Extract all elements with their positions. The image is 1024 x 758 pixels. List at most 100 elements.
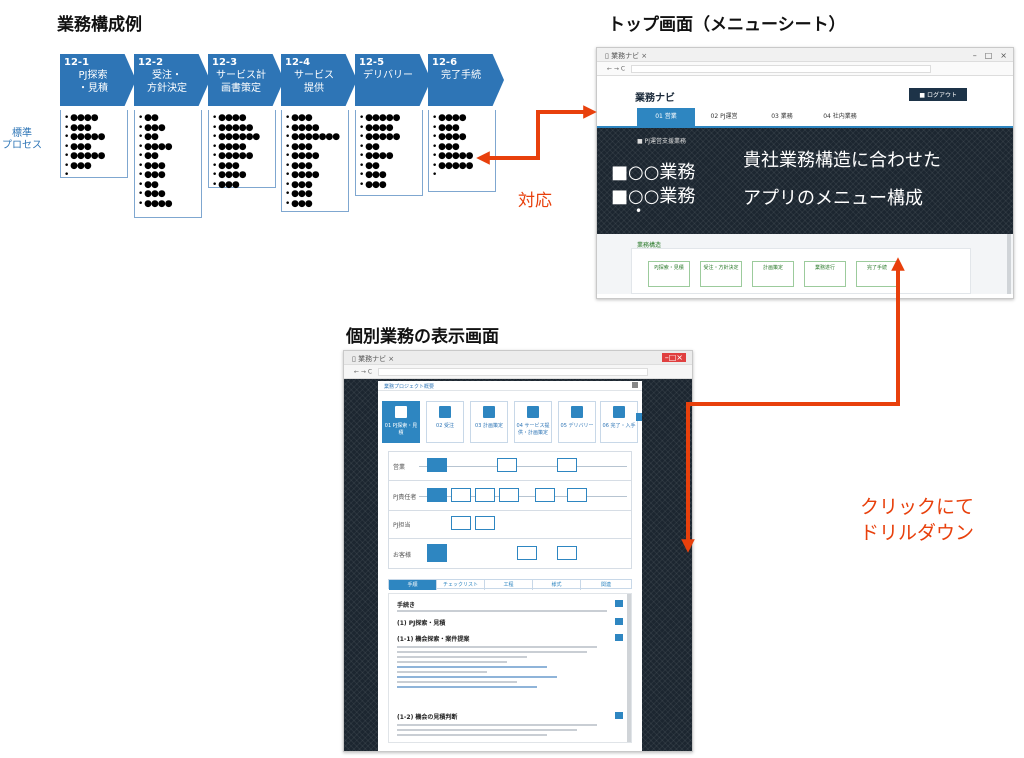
step-label: デリバリー [363,70,413,81]
nav-arrows-icon[interactable]: ← → C [354,368,373,376]
drilldown-arrow [681,257,905,553]
overlay-caption-line2: アプリのメニュー構成 [743,188,923,209]
person-icon [527,406,539,418]
process-step-12-4: 12-4 サービス 提供 [281,54,357,106]
text-line [397,681,517,683]
step-card-3[interactable]: 03 計画策定 [470,401,508,443]
modal-title: 業務プロジェクト概要 [384,384,435,390]
step-number: 12-6 [432,57,458,68]
process-step-12-1: 12-1 PJ探索 ・見積 [60,54,136,106]
person-icon [439,406,451,418]
text-line [397,724,597,726]
lane-label: PJ責任者 [393,494,417,501]
flow-node[interactable] [427,458,447,472]
doc-tab[interactable]: 手順 [389,580,437,590]
flow-node[interactable] [557,458,577,472]
text-line [397,671,487,673]
hero-panel: ■ PJ運営支援業務 ■○○業務 ■○○業務 • 貴社業務構造に合わせた アプリ… [597,128,1013,234]
browser-tab-title: 業務ナビ [358,355,387,363]
flow-node[interactable] [535,488,555,502]
tab-pj[interactable]: 02 PJ運営 [710,113,738,120]
doc-tab[interactable]: チェックリスト [437,580,485,590]
bookmark-icon[interactable] [615,634,623,641]
step-card-6[interactable]: 06 完了・入手 [600,401,638,443]
text-line [397,686,537,688]
text-line [397,666,547,668]
step-label: PJ探索 ・見積 [78,70,108,94]
correspondence-arrow [476,105,597,165]
step-items-dots: • ●● • ●●● • ●● • ●●●● • ●● • ●●● • ●●● … [138,113,173,209]
step-card-4[interactable]: 04 サービス提供・計画策定 [514,401,552,443]
tab-sales[interactable]: 01 営業 [637,108,695,126]
nav-arrows-icon[interactable]: ← → C [607,65,626,73]
scrollbar[interactable] [627,594,631,742]
text-line [397,651,587,653]
bullet-item[interactable]: ■○○業務 [611,186,696,207]
window-controls[interactable]: –□× [661,353,686,362]
doc-tab[interactable]: 関連 [600,582,611,588]
step-label: 完了手続 [441,70,481,81]
step-card-1[interactable]: 01 PJ探索・見積 [382,401,420,443]
window-controls[interactable]: – □ × [972,51,1007,60]
person-icon [483,406,495,418]
doc-heading: (1-2) 機会の見積判断 [397,714,458,721]
step-card-5[interactable]: 05 デリバリー [558,401,596,443]
step-label: サービス 提供 [294,70,334,94]
bookmark-icon[interactable] [615,712,623,719]
step-items-dots: • ●●● • ●●●● • ●●●●●●● • ●●● • ●●●● • ●●… [285,113,340,209]
step-number: 12-1 [64,57,90,68]
flow-line [419,496,627,497]
step-items-dots: • ●●●●● • ●●●● • ●●●●● • ●● • ●●●● • ●● … [359,113,400,190]
step-box [281,110,349,212]
next-arrow-icon[interactable] [636,413,642,421]
logout-button[interactable]: ■ ログアウト [909,88,967,101]
address-field[interactable] [378,368,649,376]
flow-node[interactable] [499,488,519,502]
step-label: サービス計 画書策定 [216,70,266,94]
app-header: 業務ナビ ■ ログアウト [597,76,1013,106]
flow-node[interactable] [517,546,537,560]
flow-node[interactable] [475,516,495,530]
close-icon[interactable] [632,382,638,388]
browser-tab[interactable]: ▯ [352,355,359,363]
tab-internal[interactable]: 04 社内業務 [823,113,857,120]
rule-line [397,610,607,612]
flow-node[interactable] [567,488,587,502]
flow-node[interactable] [475,488,495,502]
step-items-dots: • ●●●● • ●●● • ●●●●● • ●●● • ●●●●● • ●●●… [64,113,105,180]
flow-node[interactable] [427,544,447,562]
process-step-12-2: 12-2 受注・ 方針決定 [134,54,210,106]
bookmark-icon[interactable] [615,600,623,607]
flow-node[interactable] [557,546,577,560]
step-box [355,110,423,196]
step-card-2[interactable]: 02 受注 [426,401,464,443]
browser-tab[interactable]: ▯ [605,52,612,60]
person-icon [613,406,625,418]
doc-tab[interactable]: 工程 [485,580,533,590]
step-items-dots: • ●●●● • ●●●●● • ●●●●●● • ●●●● • ●●●●● •… [212,113,260,190]
bullet-item[interactable]: ■○○業務 [611,162,696,183]
tab-business[interactable]: 03 業務 [771,113,793,120]
doc-heading: (1) PJ探索・見積 [397,620,446,627]
flow-node[interactable] [497,458,517,472]
bullet-item: • [635,204,643,218]
scrollbar[interactable] [1007,234,1011,294]
flow-node[interactable] [451,516,471,530]
step-box [134,110,202,218]
flow-node[interactable] [451,488,471,502]
bookmark-icon[interactable] [615,618,623,625]
flow-node[interactable] [427,488,447,502]
step-number: 12-3 [212,57,238,68]
flow-line [419,466,627,467]
text-line [397,729,577,731]
person-icon [571,406,583,418]
step-box [208,110,276,188]
modal-header: 業務プロジェクト概要 [378,381,642,391]
doc-heading: 手続き [397,602,416,609]
address-field[interactable] [631,65,932,73]
doc-tab[interactable]: 様式 [533,580,581,590]
text-line [397,646,597,648]
swimlane-flow: 営業 PJ責任者 PJ担当 お客様 [388,451,632,569]
lane-label: お客様 [393,552,412,559]
